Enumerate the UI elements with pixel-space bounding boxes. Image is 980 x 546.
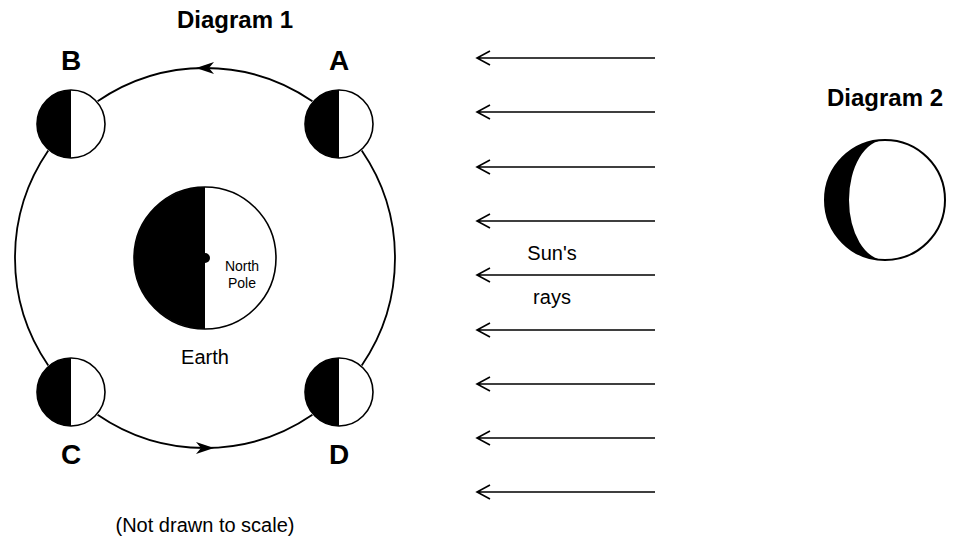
orbit-arc bbox=[98, 415, 313, 454]
moon-circle: B bbox=[36, 39, 106, 159]
moon-circle: D bbox=[304, 357, 374, 477]
earth-label: Earth bbox=[113, 346, 297, 369]
moon-shape bbox=[36, 357, 106, 427]
crescent-moon bbox=[825, 140, 945, 260]
sun-rays bbox=[477, 51, 655, 499]
moon-circle: C bbox=[36, 357, 106, 477]
orbit-arc bbox=[15, 151, 48, 366]
text-label: (Not drawn to scale) bbox=[116, 514, 295, 537]
text-label: Sun's rays bbox=[517, 231, 587, 319]
pole-label: North Pole bbox=[214, 258, 270, 292]
orbit-arc bbox=[98, 62, 313, 101]
moon-letter: B bbox=[16, 41, 126, 81]
moon-letter: C bbox=[16, 435, 126, 475]
earth-circle: North PoleEarth bbox=[133, 186, 277, 380]
text-label: Diagram 2 bbox=[827, 84, 943, 112]
text-label: Diagram 1 bbox=[177, 6, 293, 34]
moon-letter: A bbox=[284, 41, 394, 81]
moon-shape bbox=[36, 89, 106, 159]
moon-letter: D bbox=[284, 435, 394, 475]
moon-shape bbox=[304, 357, 374, 427]
moon-circle: A bbox=[304, 39, 374, 159]
moon-shape bbox=[304, 89, 374, 159]
orbit-arc bbox=[362, 151, 395, 366]
